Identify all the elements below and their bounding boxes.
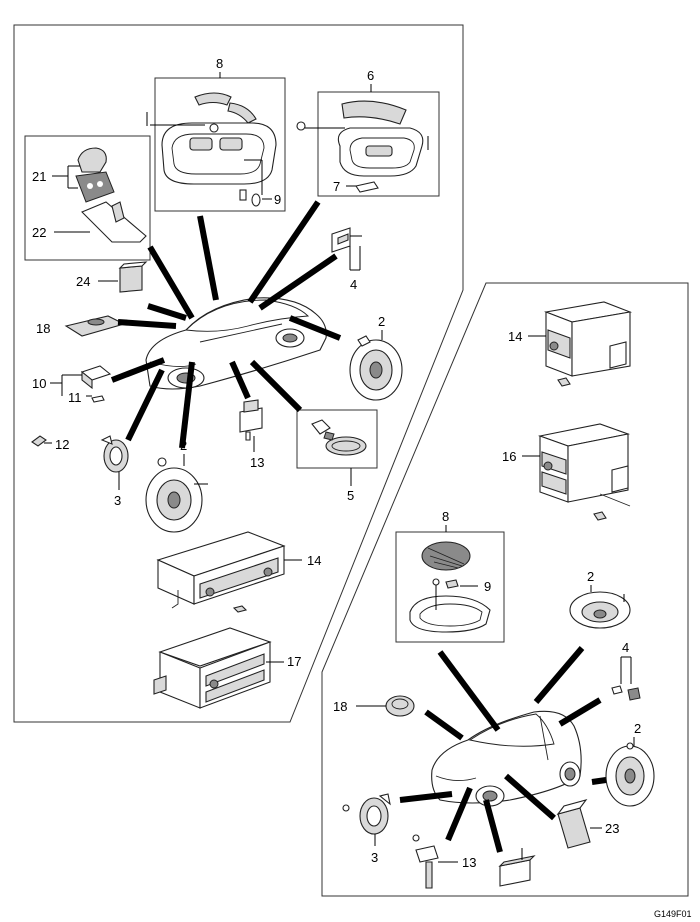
callout-3-right: 3 [371, 850, 378, 865]
callout-12: 12 [55, 437, 69, 452]
callout-9-right: 9 [484, 579, 491, 594]
part-4-switch-hatch [611, 656, 641, 701]
callout-4-right: 4 [622, 640, 629, 655]
part-18-trim-pad-sedan [64, 315, 126, 337]
callout-13-right: 13 [462, 855, 476, 870]
part-13-switch-hatch [412, 834, 439, 889]
callout-18-right: 18 [333, 699, 347, 714]
left-lead-lines [110, 200, 342, 449]
part-21-22-remote-key [24, 135, 151, 261]
part-16-audio-unit-hatch-cd [537, 423, 631, 521]
part-8-room-lamp-sedan [146, 77, 286, 212]
part-12-bolt [31, 435, 52, 447]
callout-8-right: 8 [442, 509, 449, 524]
part-2-speaker-sedan-front [349, 335, 403, 401]
part-5-side-repeater-lamp [296, 409, 378, 469]
callout-7: 7 [333, 179, 340, 194]
callout-21: 21 [32, 169, 46, 184]
callout-23: 23 [605, 821, 619, 836]
callout-18-left: 18 [36, 321, 50, 336]
panel-right-frame [321, 282, 689, 897]
part-2-speaker-hatch-front [569, 591, 631, 629]
part-17-audio-unit-sedan-cd [153, 627, 272, 709]
part-4-switch-sedan [331, 227, 362, 271]
callout-24: 24 [76, 274, 90, 289]
callout-14-left: 14 [307, 553, 321, 568]
callout-16: 16 [502, 449, 516, 464]
part-3-horn-sedan [100, 435, 129, 473]
hatch-module-unit [498, 848, 536, 887]
part-14-audio-unit-sedan [156, 531, 286, 613]
callout-3-left: 3 [114, 493, 121, 508]
part-13-switch-sedan [239, 399, 263, 441]
callout-2-left-upper: 2 [378, 314, 385, 329]
part-10-11-sensor [50, 365, 112, 403]
part-2-speaker-sedan-rear [145, 457, 208, 533]
callout-10: 10 [32, 376, 46, 391]
callout-4-left: 4 [350, 277, 357, 292]
callout-22: 22 [32, 225, 46, 240]
part-2-speaker-hatch-rear [605, 742, 655, 807]
part-8-9-room-lamp-hatch [395, 531, 505, 643]
callout-2-left-lower: 2 [180, 438, 187, 453]
callout-8-left: 8 [216, 56, 223, 71]
callout-labels: 8 6 21 22 9 7 24 4 18 10 11 2 12 3 2 13 … [32, 56, 641, 870]
part-6-map-lamp-sedan [296, 91, 440, 197]
part-23-control-unit [556, 799, 591, 849]
callout-13-left: 13 [250, 455, 264, 470]
callout-11: 11 [68, 390, 82, 405]
part-18-speaker-tweeter-hatch [385, 695, 415, 717]
part-24-module [98, 261, 148, 293]
callout-5: 5 [347, 488, 354, 503]
hatchback-car-illustration [431, 710, 582, 807]
diagram-code: G149F01 [654, 909, 692, 919]
part-14-audio-unit-hatch [543, 301, 633, 387]
callout-17: 17 [287, 654, 301, 669]
callout-6-left: 6 [367, 68, 374, 83]
callout-2-right-lower: 2 [634, 721, 641, 736]
callout-9-left: 9 [274, 192, 281, 207]
right-lead-lines [399, 646, 607, 853]
panel-left-frame [13, 24, 464, 723]
callout-14-right: 14 [508, 329, 522, 344]
callout-2-right-upper: 2 [587, 569, 594, 584]
part-3-horn-hatch [342, 793, 391, 835]
